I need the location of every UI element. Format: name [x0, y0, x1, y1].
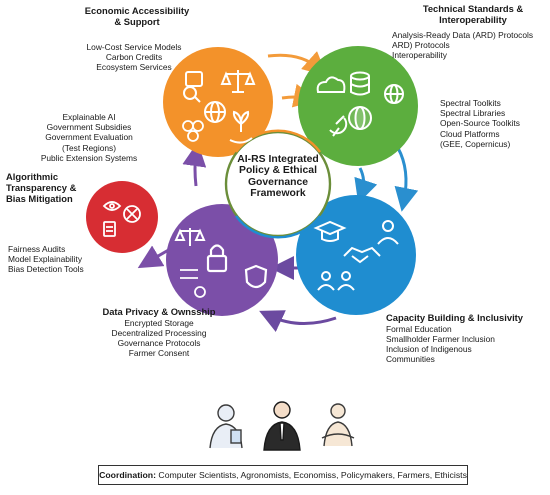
- globe-icon: [348, 106, 372, 130]
- economic-item: Low-Cost Service Models: [86, 42, 182, 52]
- center-line: Integrated Policy: [239, 154, 319, 177]
- scales-icon: [220, 70, 256, 93]
- coordination-bar: Coordination: Computer Scientists, Agron…: [98, 465, 468, 485]
- policymaker-icon: [263, 401, 301, 451]
- arrow-blue-to-purple-bottom: [259, 310, 337, 332]
- capacity-item: Formal Education: [386, 323, 452, 334]
- privacy-item: Encrypted Storage: [124, 317, 194, 328]
- graduation-cap-icon: [313, 220, 347, 242]
- document-icon: [103, 221, 116, 237]
- economic-item: Government Subsidies: [46, 122, 132, 133]
- scientist-icon: [209, 404, 243, 449]
- technical-item: Analysis-Ready Data (ARD) Protocols: [392, 30, 534, 40]
- technical-item: Cloud Platforms: [440, 128, 500, 139]
- economic-items-secondary: Explainable AI Government Subsidies Gove…: [14, 112, 164, 163]
- plant-hand-icon: [229, 110, 253, 144]
- database-icon: [350, 71, 370, 96]
- farmer-icon: [321, 403, 355, 447]
- technical-items-secondary: Spectral Toolkits Spectral Libraries Ope…: [440, 98, 548, 149]
- privacy-title: Data Privacy & Ownsship: [102, 306, 216, 317]
- technical-item: Spectral Libraries: [440, 108, 506, 119]
- economic-items: Low-Cost Service Models Carbon Credits E…: [64, 42, 204, 73]
- algorithmic-items: Fairness Audits Model Explainability Bia…: [8, 244, 112, 275]
- center-line: AI-RS: [237, 154, 266, 165]
- arrow-top-orange-to-green: [267, 51, 327, 76]
- satellite-dish-icon: [329, 115, 348, 137]
- economic-item: Ecosystem Services: [96, 62, 172, 73]
- arrow-green-to-blue-inner: [354, 167, 378, 204]
- arrow-purple-to-orange: [182, 142, 207, 187]
- algorithmic-circle: [86, 181, 158, 253]
- privacy-item: Governance Protocols: [117, 338, 201, 349]
- algorithmic-item: Fairness Audits: [8, 244, 66, 254]
- center-line: Governance: [247, 176, 309, 188]
- privacy-block: Data Privacy & Ownsship Encrypted Storag…: [74, 306, 244, 359]
- globe-icon: [204, 101, 226, 123]
- economic-item: Public Extension Systems: [40, 152, 138, 163]
- coins-icon: [180, 269, 206, 298]
- center-framework-title: AI-RS Integrated Policy & Ethical Govern…: [228, 154, 328, 200]
- economic-item: Explainable AI: [62, 112, 116, 122]
- technical-item: ARD) Protocols: [392, 40, 450, 51]
- technical-circle: [298, 46, 418, 166]
- center-line: Framework: [250, 188, 306, 200]
- capacity-title: Capacity Building & Inclusivity: [386, 312, 524, 323]
- algorithmic-item: Bias Detection Tools: [8, 264, 84, 275]
- network-globe-icon: [384, 84, 404, 104]
- economic-item: Carbon Credits: [105, 52, 163, 63]
- cloud-icon: [316, 76, 346, 93]
- arrow-green-to-blue-right: [394, 147, 419, 212]
- economic-item: (Test Regions): [62, 142, 116, 153]
- scales-icon: [174, 228, 206, 246]
- algorithmic-item: Model Explainability: [8, 254, 83, 265]
- technical-item: Interoperability: [392, 50, 447, 61]
- capacity-block: Capacity Building & Inclusivity Formal E…: [386, 312, 546, 365]
- algorithmic-title: Algorithmic Transparency & Bias Mitigati…: [6, 171, 77, 204]
- capacity-item: Inclusion of Indigenous: [386, 344, 472, 355]
- coordination-text: Computer Scientists, Agronomists, Econom…: [156, 470, 467, 480]
- technical-item: Open-Source Toolkits: [440, 118, 520, 129]
- economic-title: Economic Accessibility & Support: [84, 5, 190, 27]
- capacity-item: Communities: [386, 354, 435, 365]
- shield-icon: [244, 264, 268, 289]
- economic-item: Government Evaluation: [45, 132, 133, 143]
- technical-item: Spectral Toolkits: [440, 98, 501, 108]
- magnifier-chart-icon: [183, 71, 203, 103]
- technical-item: (GEE, Copernicus): [440, 138, 511, 149]
- brain-icon: [123, 205, 141, 223]
- privacy-item: Decentralized Processing: [111, 328, 207, 338]
- coins-icon: [182, 120, 204, 142]
- center-line: & Ethical: [272, 165, 317, 177]
- people-group-icon: [317, 220, 399, 291]
- coordination-label: Coordination:: [99, 470, 157, 480]
- handshake-icon: [343, 246, 381, 264]
- center-circle: [224, 130, 332, 238]
- eye-icon: [102, 201, 122, 211]
- padlock-icon: [206, 244, 228, 273]
- capacity-item: Smallholder Farmer Inclusion: [386, 334, 495, 344]
- technical-title: Technical Standards & Interoperability: [422, 3, 524, 25]
- technical-items: Analysis-Ready Data (ARD) Protocols ARD)…: [392, 30, 548, 61]
- privacy-item: Farmer Consent: [128, 348, 190, 359]
